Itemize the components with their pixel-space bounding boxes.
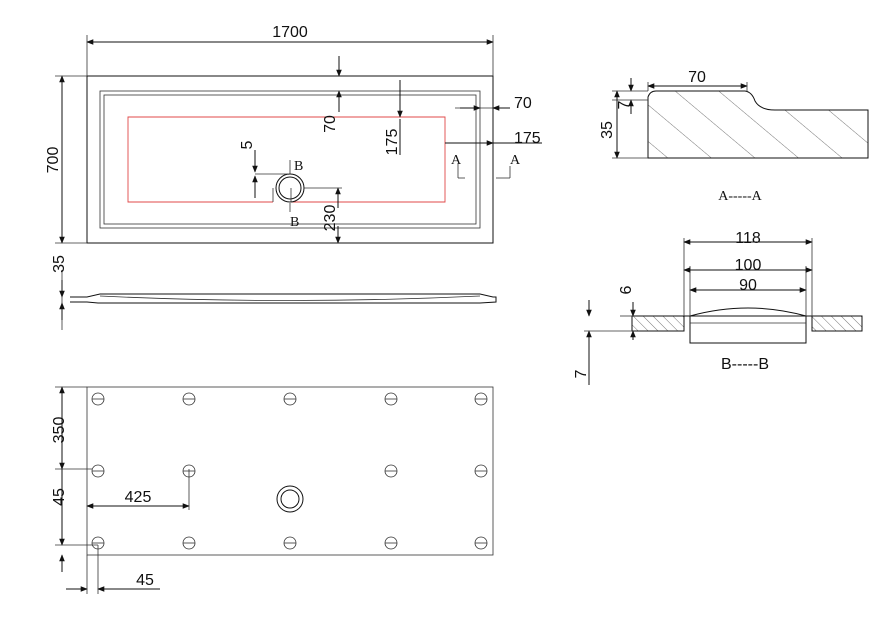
dim-length: 1700 bbox=[272, 24, 308, 41]
section-b-slab-right bbox=[811, 315, 863, 332]
section-a-right-label: A bbox=[510, 153, 521, 168]
bottom-view: 350 45 425 45 bbox=[51, 386, 494, 594]
drain-zone-outline bbox=[127, 116, 446, 203]
tray-inner-rim-2 bbox=[103, 94, 477, 225]
section-b-top-label: B bbox=[294, 159, 303, 174]
dim-width: 700 bbox=[45, 147, 62, 174]
section-a-left-label: A bbox=[451, 153, 462, 168]
drain-outer bbox=[275, 173, 305, 203]
section-a: 70 7 35 A-----A bbox=[599, 69, 869, 204]
dim-section-a-rim: 70 bbox=[688, 69, 706, 86]
dim-foot-spacing-h: 425 bbox=[125, 489, 152, 506]
dim-rim-top: 70 bbox=[322, 115, 339, 133]
section-b-caption: B-----B bbox=[721, 356, 769, 373]
section-a-profile bbox=[647, 90, 869, 159]
drain-inner bbox=[278, 176, 302, 200]
dim-foot-edge-h: 45 bbox=[136, 572, 154, 589]
section-b-drain-body bbox=[684, 307, 812, 317]
dim-section-a-thickness: 35 bbox=[599, 121, 616, 139]
tray-inner-rim bbox=[99, 90, 481, 229]
dim-section-b-outer: 118 bbox=[735, 230, 761, 247]
section-b-slab-left bbox=[631, 315, 685, 332]
dim-inner-right: 175 bbox=[514, 130, 541, 147]
dim-section-b-depth: 6 bbox=[618, 285, 635, 294]
drain-underside-outer bbox=[276, 485, 304, 513]
tray-outline bbox=[86, 75, 494, 244]
dim-section-a-lip: 7 bbox=[616, 100, 633, 109]
drain-underside-inner bbox=[280, 489, 300, 509]
dim-rim-right: 70 bbox=[514, 95, 532, 112]
dim-inner-top: 175 bbox=[384, 129, 401, 156]
side-view: 35 bbox=[51, 255, 497, 330]
section-a-caption: A-----A bbox=[718, 189, 762, 204]
dim-drain-bottom: 230 bbox=[322, 205, 339, 232]
tray-profile bbox=[70, 293, 497, 304]
dim-side-height: 35 bbox=[51, 255, 68, 273]
dim-drain-offset: 5 bbox=[239, 140, 256, 149]
plan-view: 1700 700 70 175 70 175 A A 5 bbox=[45, 24, 542, 244]
dim-section-b-base: 7 bbox=[573, 369, 590, 378]
support-feet bbox=[91, 392, 488, 550]
dim-section-b-middle: 100 bbox=[735, 257, 762, 274]
section-b: 118 100 90 6 7 B-----B bbox=[573, 230, 863, 385]
tray-underside bbox=[86, 386, 494, 556]
dim-foot-edge-v: 45 bbox=[51, 488, 68, 506]
section-b-bottom-label: B bbox=[290, 215, 299, 230]
section-b-drain-pipe bbox=[689, 315, 807, 344]
dim-foot-spacing-v: 350 bbox=[51, 417, 68, 444]
dim-section-b-inner: 90 bbox=[739, 277, 757, 294]
